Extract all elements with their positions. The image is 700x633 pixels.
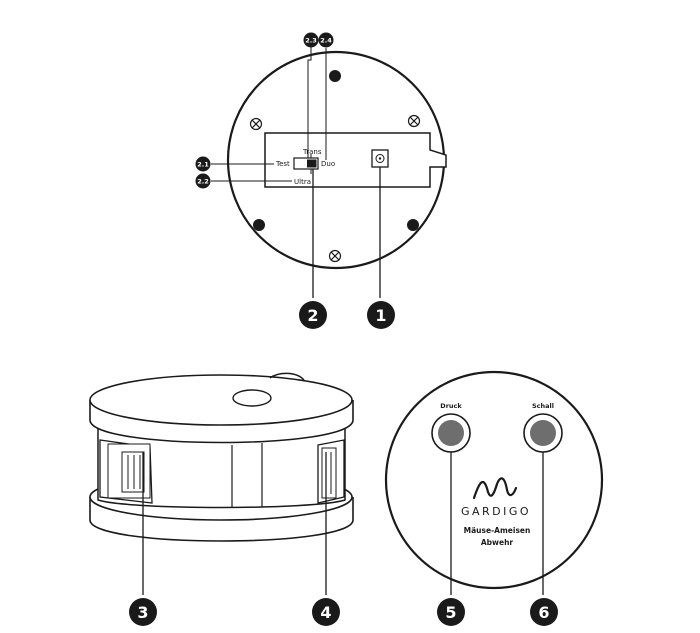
druck-button[interactable]: [431, 413, 471, 453]
svg-text:2: 2: [307, 306, 318, 325]
svg-text:2.3: 2.3: [305, 37, 317, 45]
mode-switch[interactable]: [293, 157, 319, 170]
button-label-druck: Druck: [440, 402, 462, 410]
top-light: [232, 389, 272, 407]
switch-label-ultra: Ultra: [294, 178, 311, 186]
panel-plate: [384, 370, 604, 590]
control-compartment: [264, 132, 447, 188]
panel-view: Druck Schall GARDIGO Mäuse-Ameisen Abweh…: [384, 370, 604, 626]
switch-label-trans: Trans: [302, 148, 322, 156]
brand-logo-icon: [472, 477, 518, 500]
brand-name: GARDIGO: [461, 505, 531, 518]
svg-text:3: 3: [137, 603, 148, 622]
callout-badge-5: 5: [437, 598, 465, 626]
side-view: 3 4: [89, 372, 354, 626]
svg-text:2.4: 2.4: [320, 37, 332, 45]
foot-dot: [407, 219, 419, 231]
power-socket: [371, 149, 389, 168]
foot-dot: [253, 219, 265, 231]
top-view: Test Trans Duo Ultra 2.1 2.2 2.3 2.4: [195, 32, 447, 329]
button-label-schall: Schall: [532, 402, 554, 410]
top-cap: [89, 374, 353, 426]
svg-text:5: 5: [445, 603, 456, 622]
product-name-line1: Mäuse-Ameisen: [464, 526, 531, 535]
screw-icon: [407, 114, 421, 128]
switch-label-duo: Duo: [321, 160, 335, 168]
svg-text:6: 6: [538, 603, 549, 622]
screw-icon: [328, 249, 342, 263]
callout-badge-2-1: 2.1: [195, 156, 211, 172]
callout-badge-1: 1: [367, 301, 395, 329]
foot-dot: [329, 70, 341, 82]
screw-icon: [249, 117, 263, 131]
svg-text:2.2: 2.2: [197, 178, 209, 186]
callout-badge-3: 3: [129, 598, 157, 626]
callout-badge-4: 4: [312, 598, 340, 626]
product-name-line2: Abwehr: [481, 538, 514, 547]
callout-badge-2: 2: [299, 301, 327, 329]
callout-badge-2-4: 2.4: [318, 32, 334, 48]
schall-button[interactable]: [523, 413, 563, 453]
callout-badge-2-2: 2.2: [195, 173, 211, 189]
callout-badge-6: 6: [530, 598, 558, 626]
svg-text:2.1: 2.1: [197, 161, 209, 169]
callout-badge-2-3: 2.3: [303, 32, 319, 48]
svg-text:1: 1: [375, 306, 386, 325]
svg-text:4: 4: [320, 603, 331, 622]
switch-label-test: Test: [275, 160, 290, 168]
